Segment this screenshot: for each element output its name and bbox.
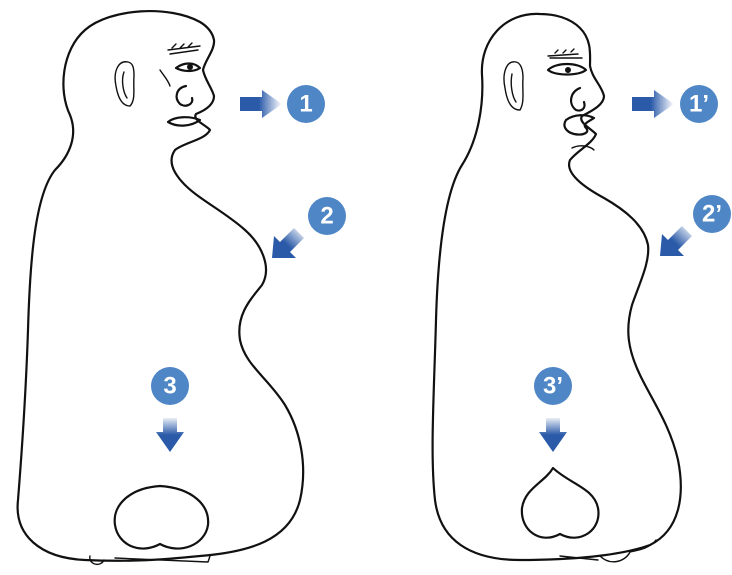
left-eyebrow xyxy=(168,43,200,54)
left-mouth xyxy=(168,117,200,125)
right-figure-outline xyxy=(433,14,681,560)
left-nose xyxy=(177,86,193,106)
badge-2-prime-label: 2’ xyxy=(702,201,722,228)
right-eyebrow xyxy=(548,49,582,58)
arrow-left-icon xyxy=(632,90,674,118)
arrow-down-left-icon xyxy=(660,226,692,256)
marker-2: 2 xyxy=(272,197,346,258)
arrow-down-icon xyxy=(539,418,567,452)
arrow-down-left-icon xyxy=(272,228,304,258)
right-figure xyxy=(433,14,681,562)
right-ear-inner xyxy=(511,74,516,102)
marker-3-prime: 3’ xyxy=(534,367,572,452)
right-ear xyxy=(504,62,523,110)
marker-1-prime: 1’ xyxy=(632,85,718,123)
left-figure-outline xyxy=(18,11,304,561)
left-figure xyxy=(18,11,304,564)
arrow-left-icon xyxy=(240,90,282,118)
badge-3-label: 3 xyxy=(163,373,176,400)
badge-1-prime-label: 1’ xyxy=(689,91,709,118)
left-pupil xyxy=(187,64,193,70)
arrow-down-icon xyxy=(156,418,184,452)
badge-1-label: 1 xyxy=(299,91,312,118)
left-seat xyxy=(115,486,208,549)
right-seat xyxy=(522,468,599,538)
left-ear-inner xyxy=(123,72,127,98)
badge-3-prime-label: 3’ xyxy=(543,373,563,400)
right-mouth xyxy=(564,115,594,134)
marker-1: 1 xyxy=(240,85,325,123)
left-cheek-line xyxy=(160,70,170,86)
marker-2-prime: 2’ xyxy=(660,195,731,256)
left-ear xyxy=(115,62,134,106)
right-pupil xyxy=(565,67,571,73)
right-nose xyxy=(571,88,584,111)
badge-2-label: 2 xyxy=(320,203,333,230)
marker-3: 3 xyxy=(151,367,189,452)
